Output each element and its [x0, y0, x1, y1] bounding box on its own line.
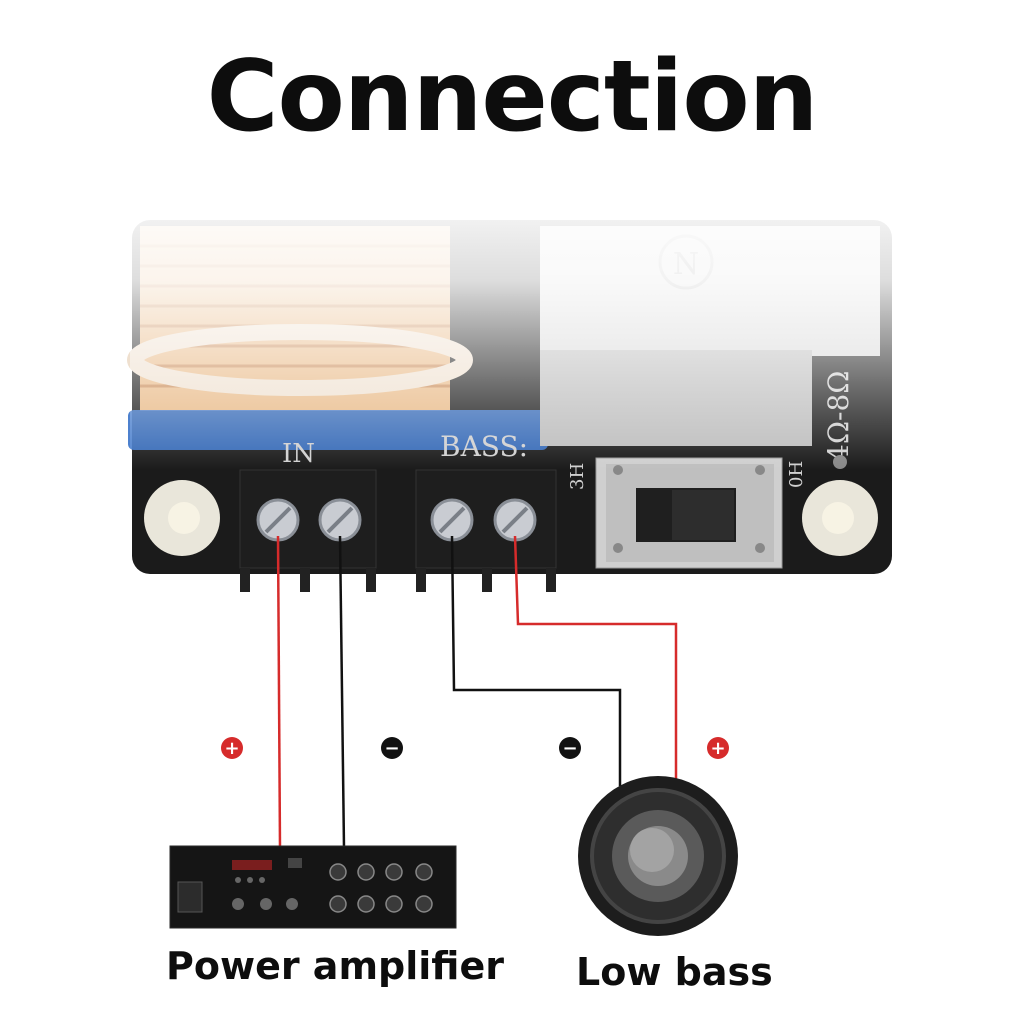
svg-text:−: − — [384, 738, 399, 759]
switch-right-label: 0H — [786, 461, 807, 488]
svg-text:+: + — [710, 738, 725, 759]
inductor-coil — [127, 226, 473, 411]
polarity-bass-plus: + — [707, 737, 729, 759]
bass-label: BASS: — [440, 430, 528, 463]
mount-post-right — [802, 480, 878, 556]
svg-text:−: − — [562, 738, 577, 759]
screw-bass-positive[interactable] — [493, 498, 537, 542]
screw-in-positive[interactable] — [256, 498, 300, 542]
wire-bass-negative — [450, 535, 622, 786]
wire-amp-positive — [276, 535, 282, 849]
polarity-amp-plus: + — [221, 737, 243, 759]
impedance-switch[interactable] — [595, 457, 783, 569]
screw-bass-negative[interactable] — [430, 498, 474, 542]
switch-left-label: 3H — [567, 463, 588, 490]
power-amplifier — [169, 845, 457, 929]
impedance-label: 4Ω-8Ω — [822, 370, 855, 462]
svg-text:+: + — [224, 738, 239, 759]
in-label: IN — [282, 439, 315, 469]
screw-in-negative[interactable] — [318, 498, 362, 542]
page-title: Connection — [206, 40, 819, 154]
speaker-label: Low bass — [576, 950, 773, 994]
amplifier-label: Power amplifier — [166, 944, 504, 988]
wire-bass-positive — [513, 535, 678, 780]
brand-logo: N — [673, 247, 699, 282]
wire-amp-negative — [338, 535, 346, 849]
wires — [276, 535, 678, 849]
polarity-bass-minus: − — [559, 737, 581, 759]
crossover-board: N IN BASS: 4Ω-8Ω 3H 0H — [127, 220, 892, 592]
low-bass-speaker — [578, 776, 738, 936]
mount-post-left — [144, 480, 220, 556]
polarity-amp-minus: − — [381, 737, 403, 759]
